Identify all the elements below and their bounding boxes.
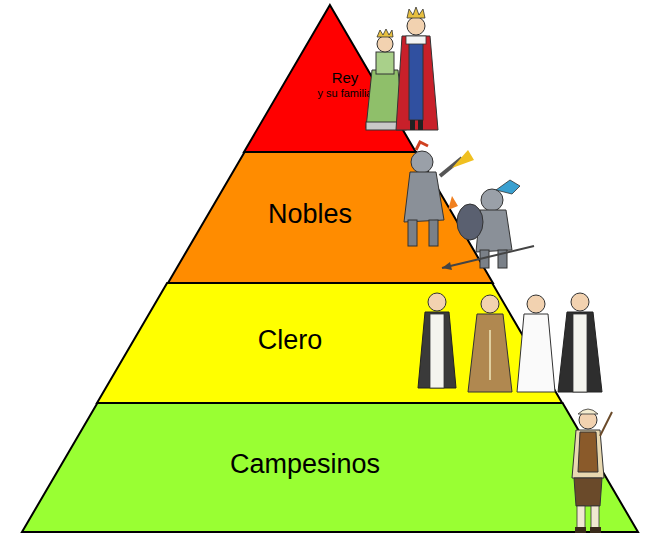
band-label-group: Campesinos <box>230 450 380 480</box>
king-figure <box>396 7 438 130</box>
band-label-group: Reyy su familia <box>317 70 372 99</box>
peasants-band: Campesinos <box>22 403 638 532</box>
peasant-figure <box>572 409 612 533</box>
knights-figure <box>404 142 534 270</box>
band-label-group: Clero <box>258 326 323 356</box>
band-label: Rey <box>317 70 372 87</box>
band-label: Nobles <box>268 200 352 230</box>
band-label: Clero <box>258 326 323 356</box>
band-label-group: Nobles <box>268 200 352 230</box>
band-sublabel: y su familia <box>317 86 372 98</box>
monks-figure <box>418 293 602 392</box>
band-label: Campesinos <box>230 450 380 480</box>
